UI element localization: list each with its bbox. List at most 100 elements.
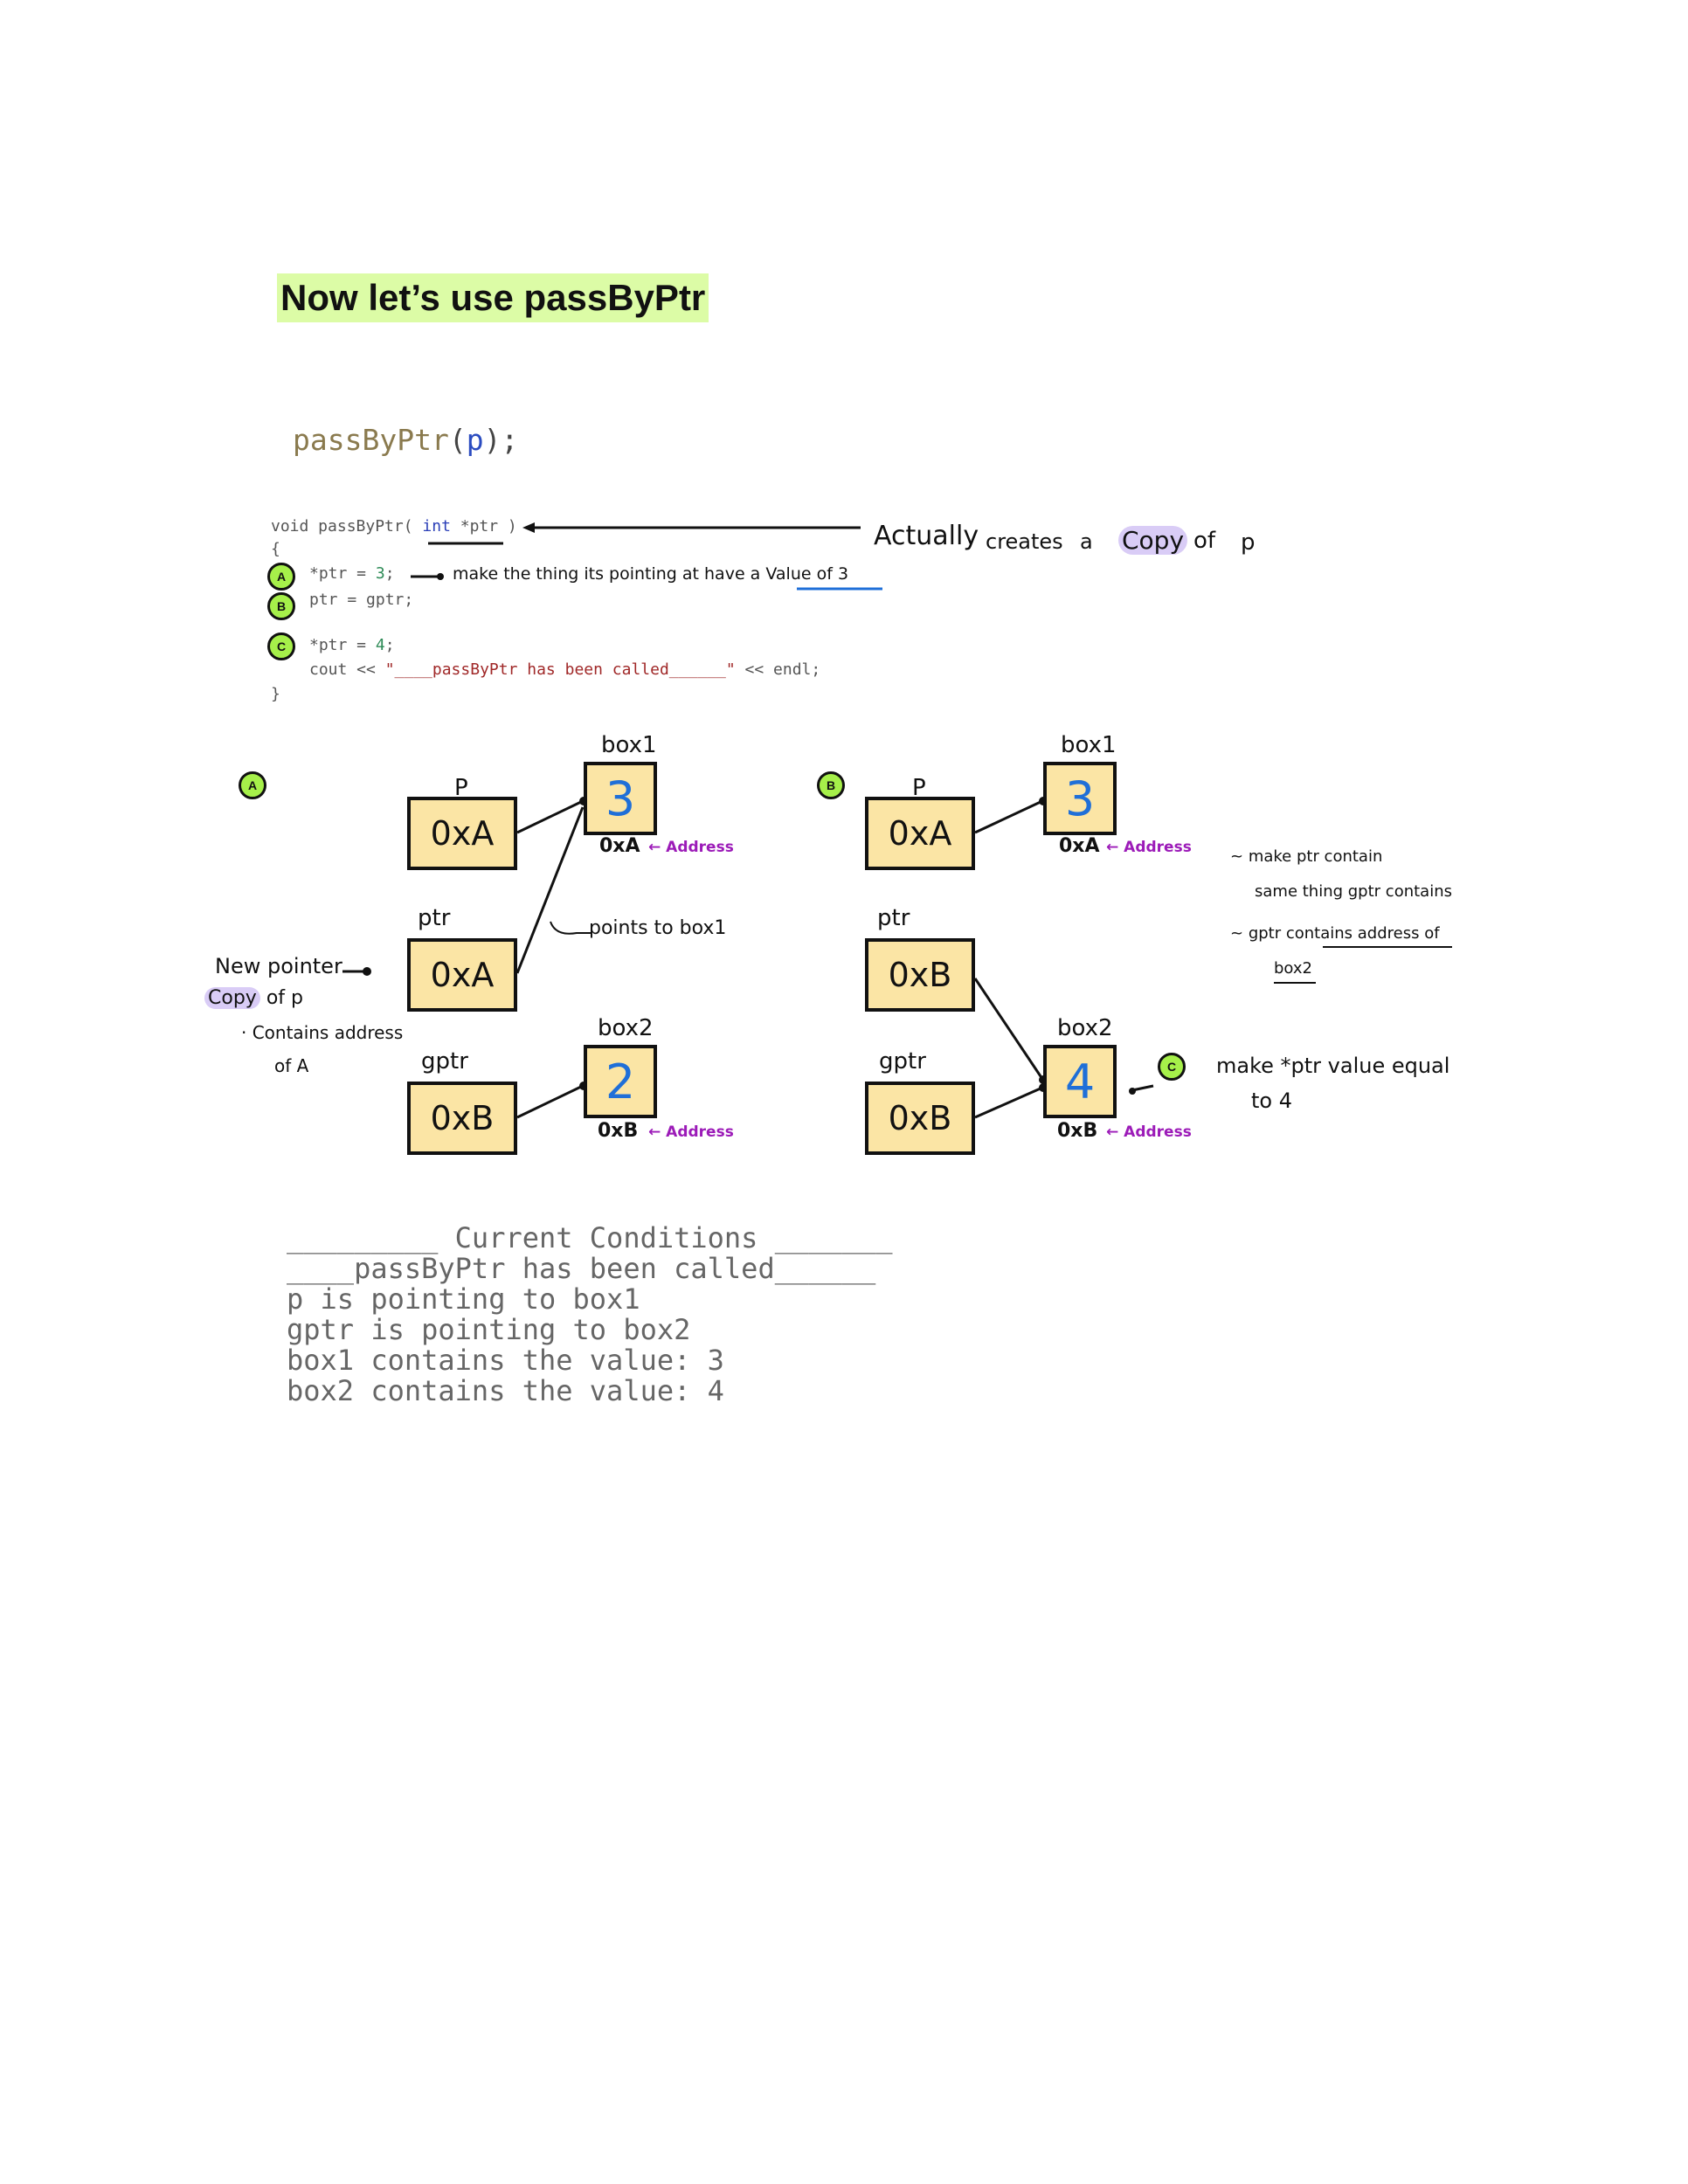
a-box1-address-label: ← Address [648, 839, 734, 856]
annotation-of-a: of A [274, 1055, 309, 1076]
line-c-pre: *ptr = [309, 636, 376, 654]
b-note-2: same thing gptr contains [1255, 882, 1452, 901]
terminal-line: box2 contains the value: 4 [287, 1374, 724, 1407]
call-func: passByPtr [293, 423, 449, 457]
annotation-copy-word: Copy [204, 987, 260, 1009]
a-box1: 3 [584, 762, 657, 835]
annotation-a: a [1080, 529, 1093, 554]
terminal-output: _________ Current Conditions _______ ___… [287, 1223, 893, 1406]
code-line-a: *ptr = 3; [309, 564, 395, 583]
annotation-actually: Actually [874, 521, 979, 551]
b-box2-address-label: ← Address [1106, 1123, 1192, 1141]
line-c-post: ; [384, 636, 395, 654]
code-line-b: ptr = gptr; [309, 591, 414, 609]
b-note-3-text: contains address of [1285, 924, 1440, 943]
line-a-post: ; [384, 564, 395, 583]
b-gptr-to-box2 [974, 1086, 1043, 1119]
annotation-new-pointer: New pointer [215, 954, 342, 978]
c-arrow [1131, 1084, 1154, 1092]
signature-pre: void passByPtr( [271, 517, 423, 536]
b-gptr-value: 0xB [888, 1099, 952, 1137]
marker-c-diagram: C [1158, 1053, 1186, 1081]
line-a-pre: *ptr = [309, 564, 376, 583]
terminal-line: ____passByPtr has been called______ [287, 1252, 876, 1285]
a-gptr-label: gptr [421, 1048, 468, 1075]
b-box1-address-label: ← Address [1106, 839, 1192, 856]
annotation-contains-address: · Contains address [241, 1022, 404, 1043]
b-ptr-value: 0xB [888, 956, 952, 994]
a-p-value: 0xA [430, 814, 495, 853]
signature-post: *ptr ) [450, 517, 517, 536]
terminal-line: gptr is pointing to box2 [287, 1313, 691, 1346]
points-to-connector [550, 921, 591, 935]
a-p-to-box1 [516, 799, 584, 834]
signature-kw: int [422, 517, 451, 536]
annotation-p: p [1241, 529, 1256, 556]
cout-post: << endl; [735, 660, 821, 679]
cout-str: "____passByPtr has been called______" [384, 660, 736, 679]
b-note-3-pre: gptr [1248, 924, 1282, 943]
annotation-copy-of-p: Copy of p [204, 987, 303, 1009]
b-box2-addr: 0xB [1057, 1120, 1098, 1142]
a-box2-value: 2 [605, 1054, 636, 1109]
cout-pre: cout << [309, 660, 385, 679]
code-close-brace: } [271, 685, 280, 703]
b-p-label: P [912, 775, 926, 801]
b-ptr-to-box2 [973, 978, 1044, 1080]
a-p-label: P [454, 775, 468, 801]
terminal-line: box1 contains the value: 3 [287, 1344, 724, 1377]
annotation-points-to: points to box1 [589, 917, 727, 939]
c-note-2: to 4 [1251, 1089, 1292, 1113]
a-ptr-box: 0xA [407, 938, 517, 1012]
a-box1-label: box1 [601, 732, 657, 758]
b-box2-value: 4 [1064, 1054, 1096, 1109]
code-open-brace: { [271, 540, 280, 558]
terminal-line: _________ Current Conditions _______ [287, 1221, 893, 1254]
a-ptr-label: ptr [418, 905, 451, 931]
b-box1-addr: 0xA [1059, 835, 1100, 857]
annotation-lines [411, 522, 882, 591]
make-thing-text: make the thing its pointing at have a [453, 564, 761, 584]
terminal-line: p is pointing to box1 [287, 1282, 640, 1316]
call-open: ( [448, 423, 467, 457]
b-box1-value: 3 [1064, 771, 1096, 826]
annotation-copy: Copy [1118, 526, 1188, 555]
make-thing-value: Value of 3 [765, 564, 849, 584]
line-a-num: 3 [375, 564, 385, 583]
page-heading: Now let’s use passByPtr [277, 273, 709, 322]
b-p-box: 0xA [865, 797, 975, 870]
b-note-1-text: make ptr contain [1248, 847, 1383, 866]
b-p-value: 0xA [888, 814, 952, 853]
marker-a-code: A [267, 563, 295, 591]
c-note-1: make *ptr value equal [1216, 1054, 1450, 1078]
b-note-4: box2 [1274, 959, 1312, 978]
a-box2-label: box2 [598, 1015, 654, 1041]
annotation-of-p: of p [266, 987, 303, 1009]
annotation-make-thing: make the thing its pointing at have a Va… [453, 564, 848, 584]
a-box1-value: 3 [605, 771, 636, 826]
a-gptr-value: 0xB [430, 1099, 495, 1137]
a-box2-address-label: ← Address [648, 1123, 734, 1141]
b-ptr-label: ptr [877, 905, 910, 931]
call-arg: p [466, 423, 484, 457]
b-p-to-box1 [974, 799, 1043, 834]
copy-arrow-head [522, 522, 535, 533]
a-box2-addr: 0xB [598, 1120, 639, 1142]
b-box1-label: box1 [1061, 732, 1117, 758]
call-close: ); [483, 423, 519, 457]
b-box2-label: box2 [1057, 1015, 1113, 1041]
marker-a-diagram: A [239, 771, 266, 799]
b-note-1: ~ make ptr contain [1230, 847, 1383, 866]
b-box1: 3 [1043, 762, 1117, 835]
b-gptr-box: 0xB [865, 1082, 975, 1155]
a-box2: 2 [584, 1045, 657, 1118]
b-box2: 4 [1043, 1045, 1117, 1118]
a-ptr-value: 0xA [430, 956, 495, 994]
a-gptr-box: 0xB [407, 1082, 517, 1155]
b-gptr-label: gptr [879, 1048, 926, 1075]
line-c-num: 4 [375, 636, 385, 654]
code-line-cout: cout << "____passByPtr has been called__… [309, 660, 820, 679]
annotation-of: of [1193, 528, 1216, 554]
code-signature: void passByPtr( int *ptr ) [271, 517, 517, 536]
a-gptr-to-box2 [516, 1084, 584, 1119]
